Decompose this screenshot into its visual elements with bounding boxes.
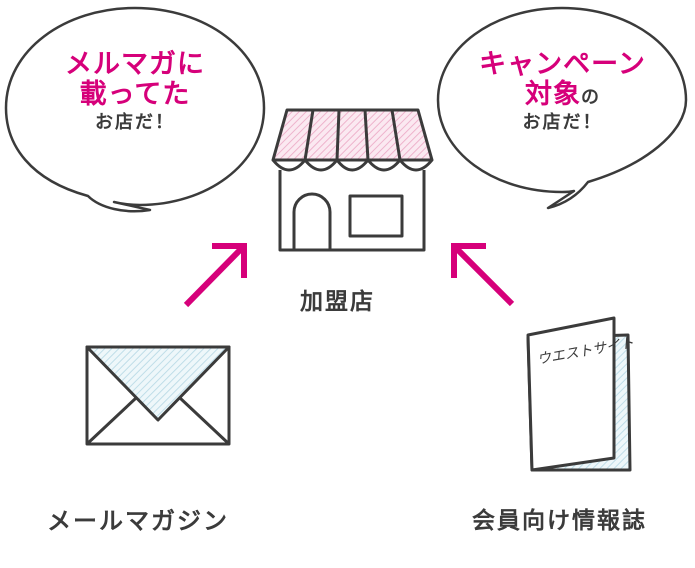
bubble-left-line2: 載ってた [79, 79, 191, 111]
bubble-left-line3: お店だ！ [95, 112, 175, 134]
magazine-label: 会員向け情報誌 [472, 508, 647, 534]
arrow-magazine-to-store [451, 243, 515, 307]
bubble-left-text: メルマガに 載ってた お店だ！ [40, 49, 230, 134]
bubble-right-line2: 対象 [525, 79, 581, 111]
bubble-right-line1: キャンペーン [479, 49, 646, 80]
speech-bubble-right [436, 6, 688, 210]
bubble-right-line3: お店だ！ [522, 112, 603, 134]
bubble-right-line2-suffix: の [581, 87, 600, 109]
magazine-icon [526, 316, 632, 472]
bubble-right-line2-wrap: 対象の [465, 80, 660, 110]
store-label: 加盟店 [300, 289, 375, 315]
speech-bubble-left [4, 6, 266, 213]
bubble-left-line1: メルマガに [65, 49, 205, 80]
store-icon [271, 108, 434, 252]
newsletter-label: メールマガジン [47, 507, 229, 535]
arrow-envelope-to-store [183, 243, 247, 308]
envelope-icon [85, 345, 231, 446]
bubble-right-text: キャンペーン 対象の お店だ！ [465, 49, 660, 134]
